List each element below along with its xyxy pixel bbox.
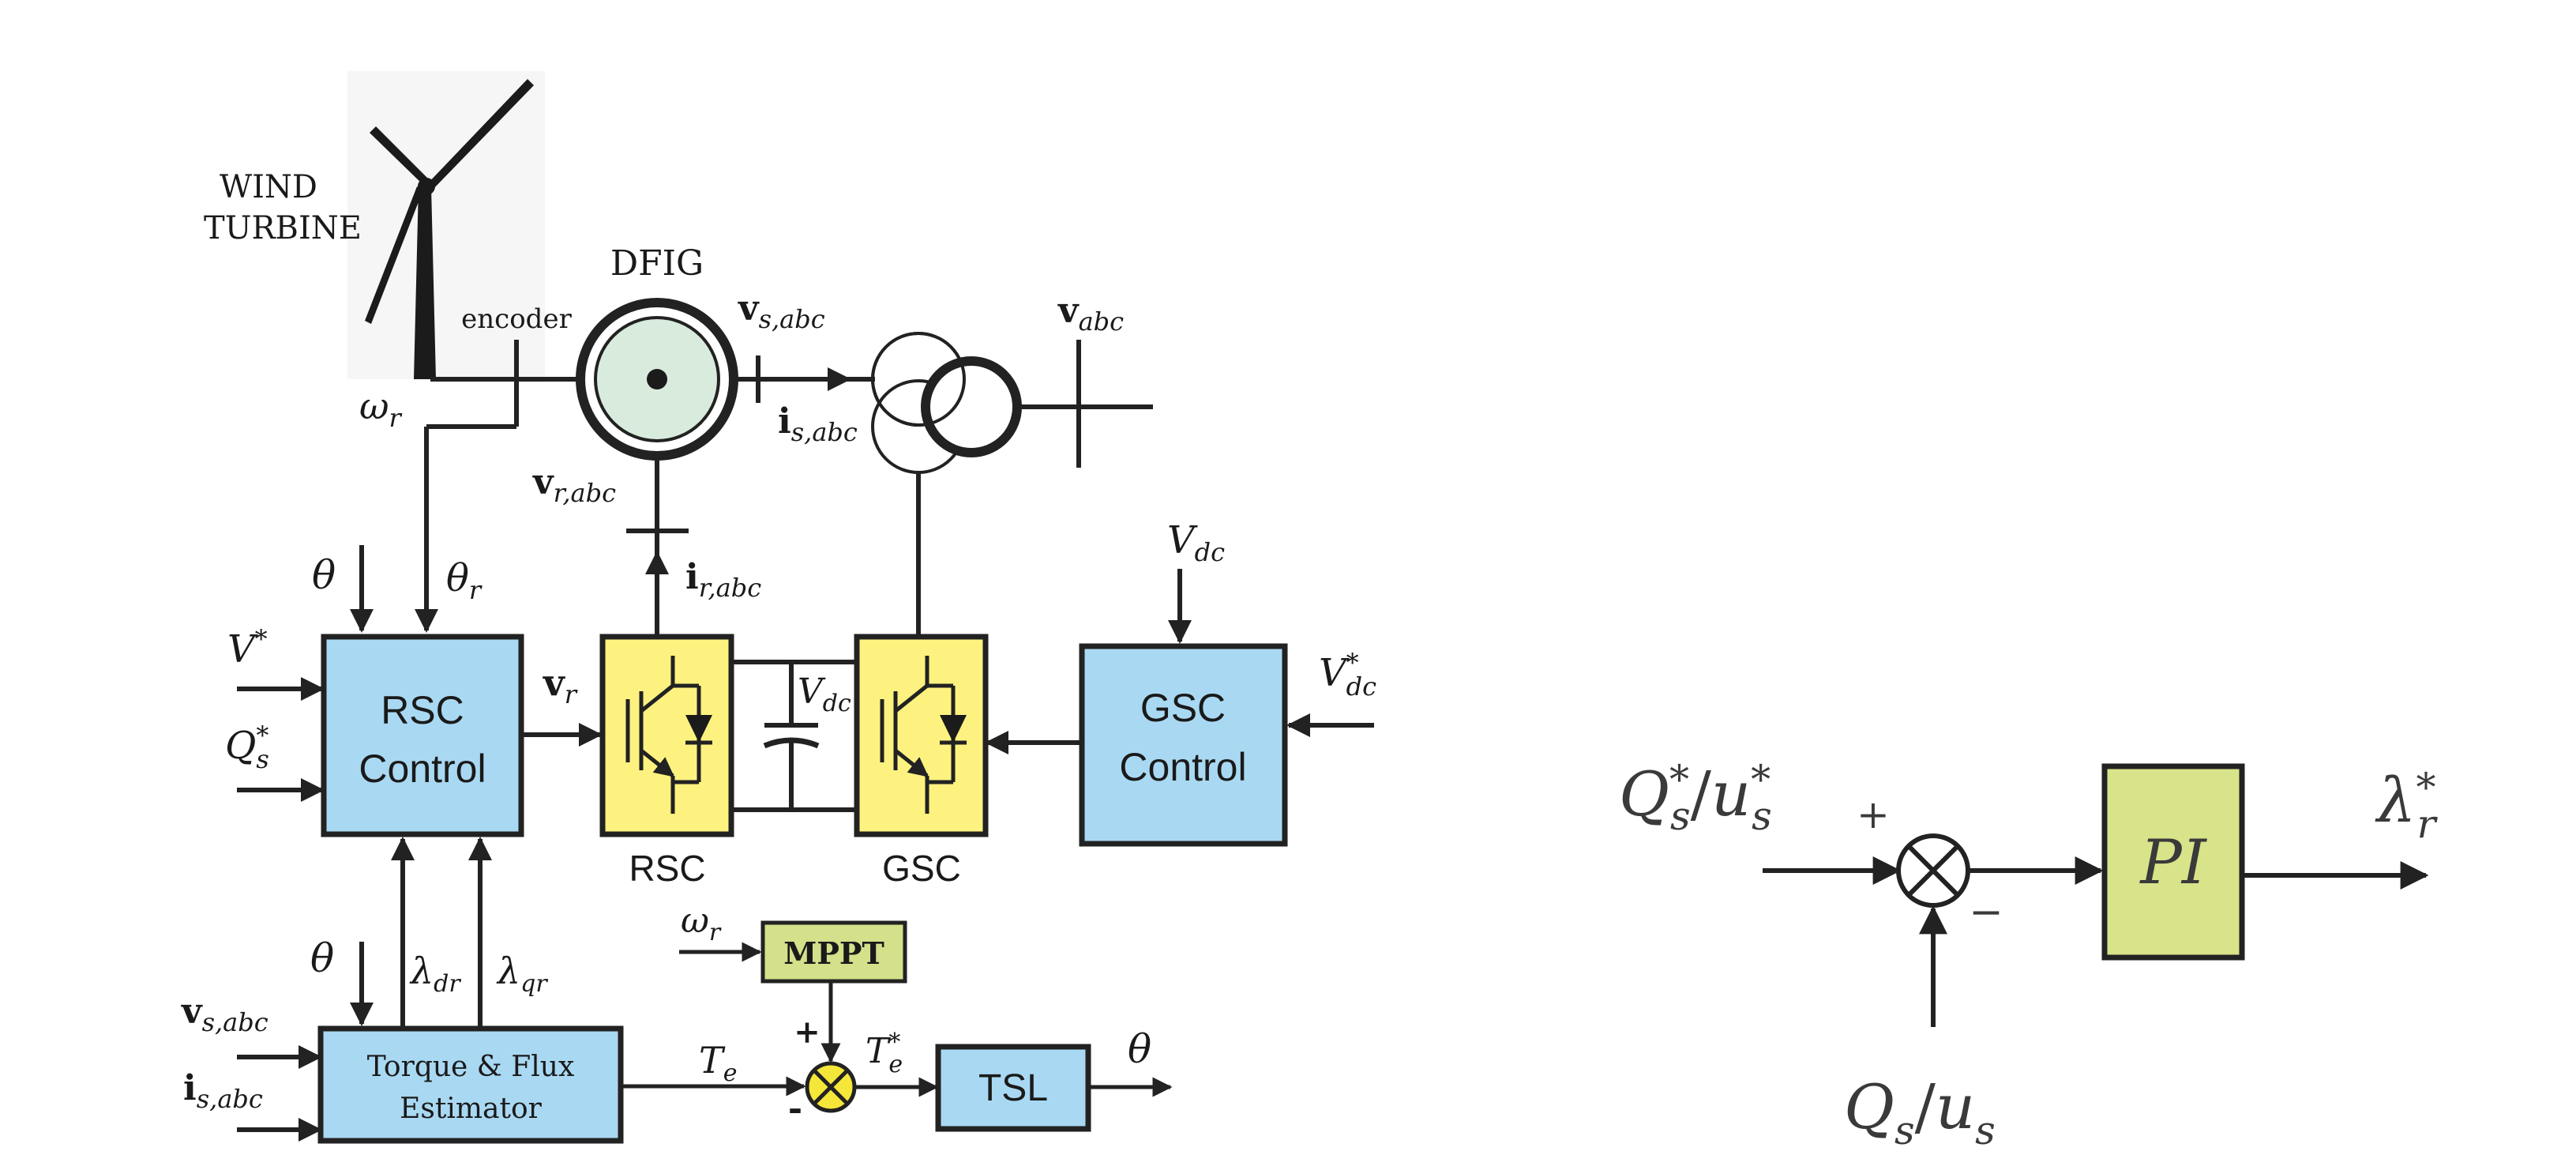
- feedback-label: Qs/us: [1844, 1072, 1996, 1153]
- dfig-generator-icon: [576, 298, 738, 461]
- turbine-label-line1: WIND: [220, 169, 317, 205]
- gsc-control-block: [1079, 643, 1288, 847]
- theta-out-label: θ: [1128, 1026, 1151, 1072]
- te-label: Te: [699, 1039, 737, 1087]
- vdc-ref-label: V*dc: [1319, 648, 1376, 702]
- transformer-icon: [871, 332, 1022, 474]
- dfig-label: DFIG: [610, 243, 704, 284]
- theta-2-label: θ: [310, 935, 334, 981]
- tsl-label: TSL: [978, 1067, 1048, 1109]
- pi-controller-block: [2101, 763, 2245, 961]
- gsc-control-line2: Control: [1119, 745, 1246, 789]
- rsc-label: RSC: [629, 848, 705, 889]
- wind-turbine-icon: [347, 71, 545, 379]
- rsc-converter-icon: [599, 634, 734, 837]
- estimator-line2: Estimator: [400, 1093, 542, 1125]
- v-abc-label: vabc: [1057, 291, 1124, 337]
- rsc-control-line2: Control: [359, 747, 486, 791]
- tsl-block: [935, 1044, 1091, 1132]
- vr-label: vr: [543, 661, 578, 709]
- vdc-capacitor-label: Vdc: [798, 672, 851, 717]
- theta-label: θ: [312, 552, 336, 598]
- theta-r-label: θr: [446, 556, 483, 605]
- lambda-dr-label: λdr: [409, 950, 461, 998]
- te-star-label: T*e: [866, 1029, 903, 1078]
- ir-abc-label: ir,abc: [685, 557, 761, 603]
- is-abc-2-label: is,abc: [183, 1068, 263, 1114]
- summer-plus-right: +: [1857, 792, 1890, 837]
- turbine-label-line2: TURBINE: [204, 210, 362, 246]
- omega-r-2-label: ωr: [681, 901, 722, 946]
- rsc-control-block: [321, 634, 524, 837]
- encoder-label: encoder: [461, 303, 572, 335]
- rsc-control-line1: RSC: [381, 688, 464, 732]
- estimator-line1: Torque & Flux: [367, 1051, 575, 1083]
- summer-plus: +: [794, 1014, 820, 1051]
- vdc-top-label: Vdc: [1167, 518, 1225, 567]
- v-star-label: V*: [227, 624, 268, 672]
- vr-abc-label: vr,abc: [532, 462, 616, 508]
- summer-minus: -: [788, 1089, 802, 1129]
- dfig-system-diagram: WIND TURBINE encoder DFIG vs,abc is,abc: [181, 71, 1376, 1144]
- is-abc-label: is,abc: [778, 401, 858, 447]
- mppt-block: [760, 920, 907, 984]
- torque-flux-estimator-block: [317, 1025, 624, 1144]
- omega-r-label: ωr: [359, 385, 403, 433]
- mppt-label: MPPT: [783, 935, 884, 971]
- reactive-power-pi-diagram: Q*s/u*s + − PI λ*r Qs/us: [1619, 757, 2438, 1153]
- summing-junction-icon: [1896, 833, 1970, 908]
- gsc-converter-icon: [854, 634, 989, 837]
- capacitor-plate-bottom: [763, 737, 820, 749]
- vs-abc-2-label: vs,abc: [181, 991, 268, 1037]
- output-label: λ*r: [2375, 765, 2438, 847]
- pi-label: PI: [2139, 827, 2207, 898]
- lambda-qr-label: λqr: [496, 950, 548, 998]
- qs-star-label: Q*s: [225, 720, 269, 774]
- vs-abc-label: vs,abc: [738, 288, 825, 334]
- summer-minus-right: −: [1969, 889, 2003, 936]
- input-label: Q*s/u*s: [1619, 757, 1772, 839]
- torque-summer-icon: [805, 1061, 857, 1113]
- gsc-label: GSC: [882, 848, 961, 889]
- gsc-control-line1: GSC: [1140, 686, 1226, 730]
